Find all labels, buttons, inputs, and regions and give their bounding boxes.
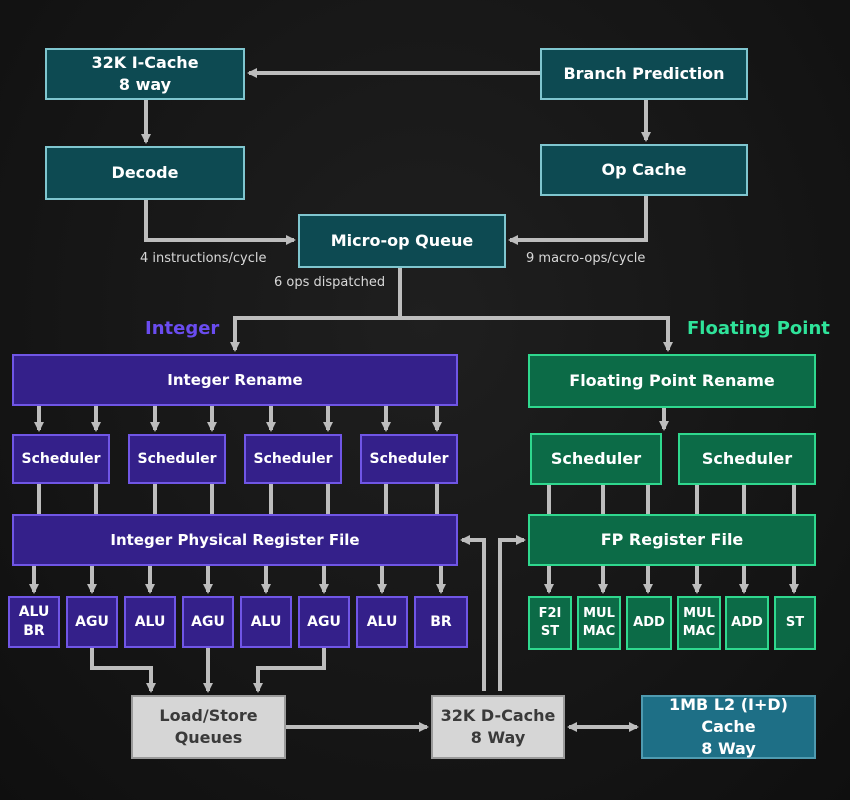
integer-scheduler: Scheduler (244, 434, 342, 484)
fp-unit-f2i-st: F2I ST (528, 596, 572, 650)
op-cache-box: Op Cache (540, 144, 748, 196)
floating-point-section-title: Floating Point (687, 318, 830, 339)
dcache-box: 32K D-Cache 8 Way (431, 695, 565, 759)
dcache-to-fp-regfile-arrow (498, 535, 526, 691)
integer-unit-alu: ALU (240, 596, 292, 648)
integer-scheduler: Scheduler (128, 434, 226, 484)
integer-section-title: Integer (145, 318, 220, 339)
fp-unit-add: ADD (725, 596, 769, 650)
dispatch-to-integer-arrow (230, 316, 400, 352)
op-cache-rate-label: 9 macro-ops/cycle (526, 251, 646, 266)
dispatch-to-fp-arrow (400, 316, 673, 352)
l2-cache-box: 1MB L2 (I+D) Cache 8 Way (641, 695, 816, 759)
decode-rate-label: 4 instructions/cycle (140, 251, 267, 266)
fp-register-file-box: FP Register File (528, 514, 816, 566)
fp-unit-st: ST (774, 596, 816, 650)
decode-to-queue-arrow (144, 200, 296, 245)
icache-box: 32K I-Cache 8 way (45, 48, 245, 100)
integer-register-file-box: Integer Physical Register File (12, 514, 458, 566)
integer-unit-agu: AGU (66, 596, 118, 648)
dcache-to-int-regfile-arrow (460, 535, 486, 691)
fp-unit-add: ADD (626, 596, 672, 650)
integer-unit-br: BR (414, 596, 468, 648)
branch-prediction-box: Branch Prediction (540, 48, 748, 100)
opcache-to-queue-arrow (508, 196, 648, 245)
dispatch-label: 6 ops dispatched (274, 275, 386, 290)
fp-rename-box: Floating Point Rename (528, 354, 816, 408)
fp-scheduler: Scheduler (678, 433, 816, 485)
micro-op-queue-box: Micro-op Queue (298, 214, 506, 268)
agu1-to-lsq-arrow (90, 648, 156, 693)
integer-rename-box: Integer Rename (12, 354, 458, 406)
fp-unit-mul-mac: MUL MAC (577, 596, 621, 650)
integer-unit-agu: AGU (182, 596, 234, 648)
fp-scheduler: Scheduler (530, 433, 662, 485)
load-store-queues-box: Load/Store Queues (131, 695, 286, 759)
fp-unit-mul-mac: MUL MAC (677, 596, 721, 650)
integer-unit-alu: ALU (124, 596, 176, 648)
decode-box: Decode (45, 146, 245, 200)
agu3-to-lsq-arrow (253, 648, 326, 693)
integer-unit-alu-br: ALU BR (8, 596, 60, 648)
integer-unit-alu: ALU (356, 596, 408, 648)
integer-scheduler: Scheduler (12, 434, 110, 484)
integer-unit-agu: AGU (298, 596, 350, 648)
integer-scheduler: Scheduler (360, 434, 458, 484)
